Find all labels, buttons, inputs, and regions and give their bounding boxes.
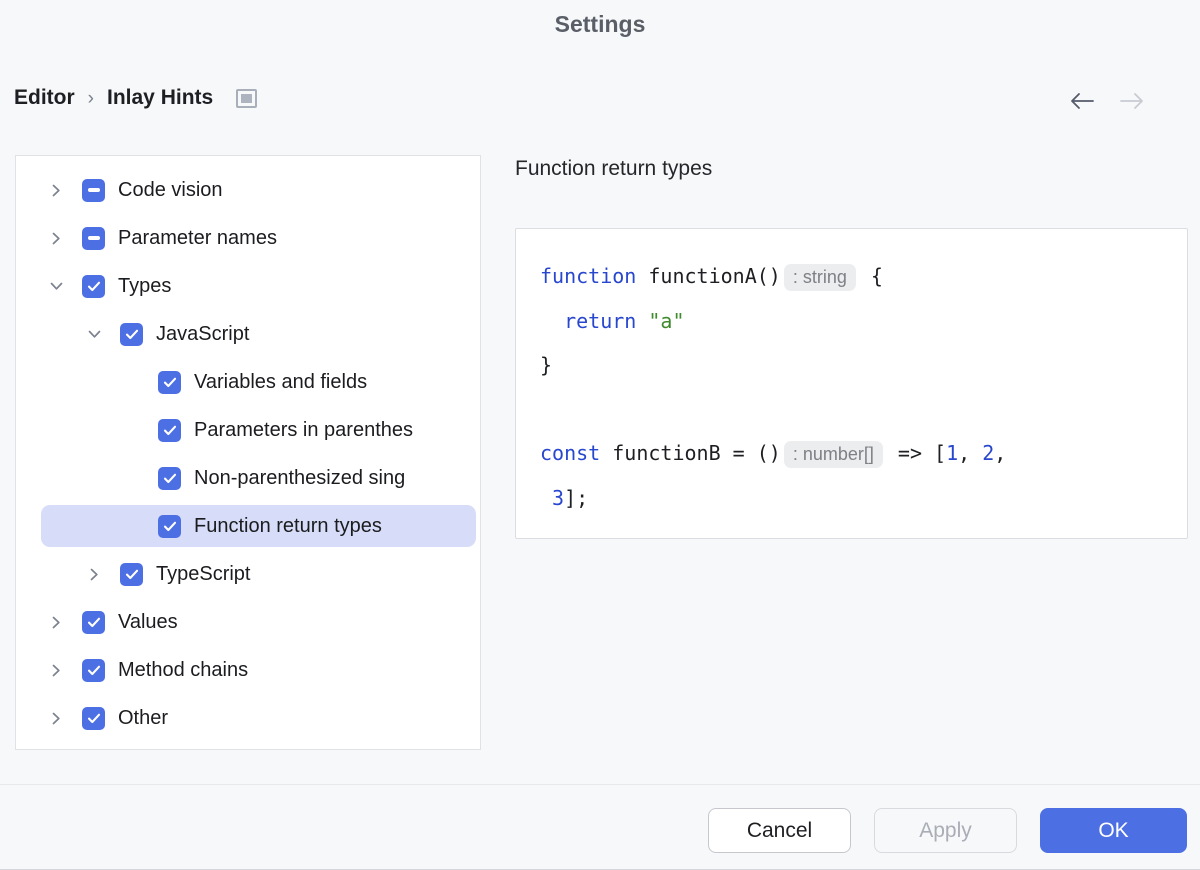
inlay-hint-pill: : number[]	[783, 441, 883, 468]
chevron-right-icon[interactable]	[80, 568, 108, 581]
tree-item-variables-and-fields[interactable]: Variables and fields	[16, 358, 480, 406]
checkbox-checked-icon[interactable]	[158, 466, 181, 490]
footer-divider	[0, 784, 1200, 785]
code-token: {	[858, 264, 883, 288]
tree-item-typescript[interactable]: TypeScript	[16, 550, 480, 598]
checkbox-checked-icon[interactable]	[82, 610, 105, 634]
tree-item-values[interactable]: Values	[16, 598, 480, 646]
checkbox-checked-icon[interactable]	[120, 562, 143, 586]
page-title: Function return types	[515, 157, 713, 180]
code-token	[540, 309, 564, 333]
forward-arrow-icon	[1118, 88, 1146, 114]
chevron-right-icon[interactable]	[42, 712, 70, 725]
chevron-right-icon[interactable]	[42, 232, 70, 245]
chevron-right-icon[interactable]	[42, 616, 70, 629]
checkbox-checked-icon[interactable]	[82, 706, 105, 730]
tree-item-function-return-types[interactable]: Function return types	[16, 502, 480, 550]
code-line: }	[540, 343, 1187, 387]
tree-item-other[interactable]: Other	[16, 694, 480, 742]
checkbox-checked-icon[interactable]	[158, 418, 181, 442]
breadcrumb-editor[interactable]: Editor	[14, 86, 75, 109]
tree-item-label: JavaScript	[156, 322, 250, 345]
tree-item-javascript[interactable]: JavaScript	[16, 310, 480, 358]
tree-item-label: Method chains	[118, 658, 249, 681]
tree-item-parameter-names[interactable]: Parameter names	[16, 214, 480, 262]
cancel-button[interactable]: Cancel	[708, 808, 851, 853]
checkbox-checked-icon[interactable]	[82, 274, 105, 298]
tree-item-label: Values	[118, 610, 178, 633]
back-arrow-icon[interactable]	[1068, 88, 1096, 114]
code-line: function functionA(): string {	[540, 254, 1187, 299]
apply-button: Apply	[874, 808, 1017, 853]
code-token: ,	[994, 441, 1007, 465]
code-line	[540, 387, 1187, 431]
checkbox-checked-icon[interactable]	[82, 658, 105, 682]
code-preview: function functionA(): string { return "a…	[515, 228, 1188, 539]
footer: Cancel Apply OK	[0, 808, 1200, 853]
window-preview-icon[interactable]	[236, 88, 258, 108]
code-token: "a"	[648, 309, 685, 333]
breadcrumb-inlay-hints: Inlay Hints	[107, 86, 214, 109]
tree-item-types[interactable]: Types	[16, 262, 480, 310]
history-nav	[1068, 88, 1146, 114]
dialog-title: Settings	[554, 11, 646, 37]
chevron-down-icon[interactable]	[80, 330, 108, 339]
code-token: 1	[946, 441, 959, 465]
tree-item-label: TypeScript	[156, 562, 251, 585]
ok-button[interactable]: OK	[1040, 808, 1187, 853]
tree-item-method-chains[interactable]: Method chains	[16, 646, 480, 694]
tree-item-parameters-in-parenthes[interactable]: Parameters in parenthes	[16, 406, 480, 454]
code-token: const	[540, 441, 601, 465]
code-token: functionB = ()	[600, 441, 781, 465]
inlay-hint-pill: : string	[783, 264, 856, 291]
tree-item-label: Variables and fields	[194, 370, 368, 393]
code-token: functionA()	[636, 264, 781, 288]
tree-item-label: Parameter names	[118, 226, 277, 249]
breadcrumb-separator-icon: ›	[87, 87, 94, 109]
code-token: }	[540, 353, 553, 377]
tree-item-label: Types	[118, 274, 172, 297]
checkbox-indeterminate-icon[interactable]	[82, 178, 105, 202]
tree-item-label: Other	[118, 706, 169, 729]
tree-item-label: Non-parenthesized sing	[194, 466, 406, 489]
code-line: 3];	[540, 476, 1187, 520]
code-line: return "a"	[540, 299, 1187, 343]
checkbox-indeterminate-icon[interactable]	[82, 226, 105, 250]
code-token: 2	[982, 441, 995, 465]
tree-item-label: Code vision	[118, 178, 223, 201]
code-token	[636, 309, 648, 333]
tree-item-label: Function return types	[194, 514, 382, 537]
code-token: ];	[564, 486, 589, 510]
code-token: ,	[958, 441, 983, 465]
code-line: const functionB = (): number[] => [1, 2,	[540, 431, 1187, 476]
breadcrumb: Editor › Inlay Hints	[14, 83, 258, 113]
checkbox-checked-icon[interactable]	[158, 514, 181, 538]
chevron-down-icon[interactable]	[42, 282, 70, 291]
code-token	[540, 486, 552, 510]
tree-item-code-vision[interactable]: Code vision	[16, 166, 480, 214]
code-token: 3	[552, 486, 565, 510]
checkbox-checked-icon[interactable]	[158, 370, 181, 394]
tree-item-label: Parameters in parenthes	[194, 418, 414, 441]
chevron-right-icon[interactable]	[42, 184, 70, 197]
chevron-right-icon[interactable]	[42, 664, 70, 677]
checkbox-checked-icon[interactable]	[120, 322, 143, 346]
code-token: => [	[885, 441, 947, 465]
tree-item-non-parenthesized-sing[interactable]: Non-parenthesized sing	[16, 454, 480, 502]
code-token: return	[564, 309, 637, 333]
code-token: function	[540, 264, 637, 288]
